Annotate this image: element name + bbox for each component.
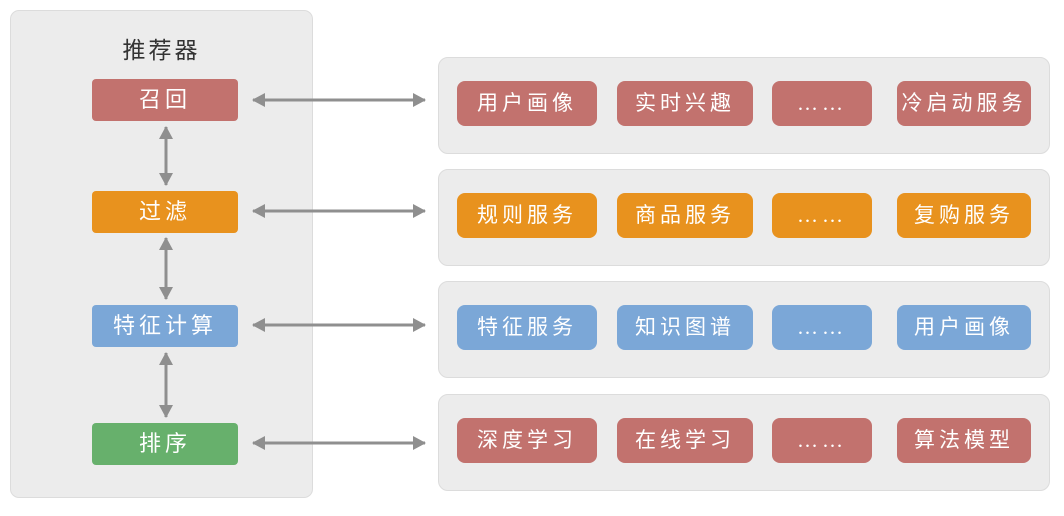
service-box: 商品服务 xyxy=(617,193,753,238)
service-box-ellipsis: …… xyxy=(772,305,872,350)
recommender-title: 推荐器 xyxy=(122,38,201,63)
service-box: 深度学习 xyxy=(457,418,597,463)
service-box: 算法模型 xyxy=(897,418,1031,463)
services-panel-feature: 特征服务 知识图谱 …… 用户画像 xyxy=(438,281,1050,378)
stage-recall: 召回 xyxy=(92,79,238,121)
service-box: 实时兴趣 xyxy=(617,81,753,126)
service-box: 在线学习 xyxy=(617,418,753,463)
service-box: 用户画像 xyxy=(897,305,1031,350)
service-box-ellipsis: …… xyxy=(772,81,872,126)
service-box: 规则服务 xyxy=(457,193,597,238)
service-box-ellipsis: …… xyxy=(772,418,872,463)
service-box: 知识图谱 xyxy=(617,305,753,350)
service-box: 冷启动服务 xyxy=(897,81,1031,126)
service-box-ellipsis: …… xyxy=(772,193,872,238)
service-box: 特征服务 xyxy=(457,305,597,350)
stage-filter: 过滤 xyxy=(92,191,238,233)
services-panel-ranking: 深度学习 在线学习 …… 算法模型 xyxy=(438,394,1050,491)
service-box: 复购服务 xyxy=(897,193,1031,238)
recommender-panel: 推荐器 召回 过滤 特征计算 排序 xyxy=(10,10,313,498)
services-panel-filter: 规则服务 商品服务 …… 复购服务 xyxy=(438,169,1050,266)
stage-ranking: 排序 xyxy=(92,423,238,465)
stage-feature-computation: 特征计算 xyxy=(92,305,238,347)
services-panel-recall: 用户画像 实时兴趣 …… 冷启动服务 xyxy=(438,57,1050,154)
service-box: 用户画像 xyxy=(457,81,597,126)
